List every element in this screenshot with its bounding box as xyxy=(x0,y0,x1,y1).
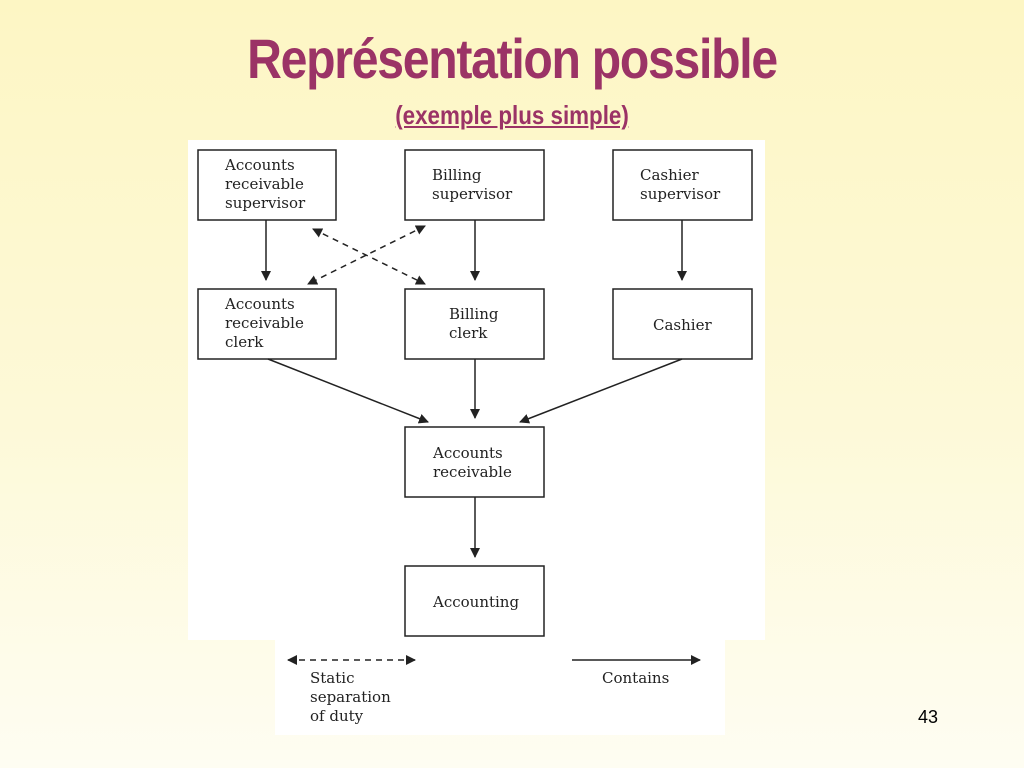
node-ar-supervisor xyxy=(197,149,337,221)
svg-text:Billing supervisor: Billing supervisor xyxy=(432,166,513,203)
svg-text:Contains: Contains xyxy=(602,669,669,687)
node-cashier xyxy=(612,288,753,360)
node-billing-clerk-label-2: clerk xyxy=(449,324,488,342)
node-accounts-receivable-label-2: receivable xyxy=(433,463,512,481)
node-accounts-receivable-label-1: Accounts xyxy=(432,444,503,462)
node-billing-supervisor-label-2: supervisor xyxy=(432,185,513,203)
edge-cashier-to-accounts-receivable xyxy=(519,358,683,424)
edge-ar-clerk-to-accounts-receivable xyxy=(267,358,429,424)
slide-subtitle: (exemple plus simple) xyxy=(395,100,629,130)
node-cashier-supervisor-label-2: supervisor xyxy=(640,185,721,203)
ssd-ar-supervisor-billing-clerk xyxy=(312,228,426,285)
node-ar-clerk-label-3: clerk xyxy=(225,333,264,351)
slide-title: Représentation possible xyxy=(247,27,778,90)
node-cashier-supervisor xyxy=(612,149,753,221)
node-billing-supervisor-label-1: Billing xyxy=(432,166,482,184)
node-accounting-label-1: Accounting xyxy=(432,593,519,611)
svg-text:Cashier: Cashier xyxy=(653,316,712,334)
node-ar-supervisor-label-3: supervisor xyxy=(225,194,306,212)
node-cashier-supervisor-label-1: Cashier xyxy=(640,166,699,184)
svg-text:Accounts receivable cl: Accounts receivable clerk xyxy=(224,295,309,351)
node-cashier-label-1: Cashier xyxy=(653,316,712,334)
node-billing-clerk-label-1: Billing xyxy=(449,305,499,323)
legend-contains-label: Contains xyxy=(602,669,669,687)
node-billing-clerk xyxy=(404,288,545,360)
node-ar-clerk-label-2: receivable xyxy=(225,314,304,332)
node-ar-clerk-label-1: Accounts xyxy=(224,295,295,313)
legend-static-label-1: Static xyxy=(310,669,354,687)
node-ar-clerk xyxy=(197,288,337,360)
page-number: 43 xyxy=(917,707,938,727)
svg-text:Accounting: Accounting xyxy=(432,593,519,611)
svg-text:Cashier supervisor: Cashier supervisor xyxy=(640,166,721,203)
node-billing-supervisor xyxy=(404,149,545,221)
node-ar-supervisor-label-2: receivable xyxy=(225,175,304,193)
node-accounting xyxy=(404,565,545,637)
node-ar-supervisor-label-1: Accounts xyxy=(224,156,295,174)
legend-static-label-2: separation xyxy=(310,688,391,706)
legend-static-label-3: of duty xyxy=(310,707,364,725)
svg-text:Accounts receivable: Accounts receivable xyxy=(432,444,512,481)
svg-text:Billing clerk: Billing clerk xyxy=(449,305,503,342)
node-accounts-receivable xyxy=(404,426,545,498)
svg-text:Static separation of d: Static separation of duty xyxy=(310,669,396,725)
svg-text:Accounts receivable su: Accounts receivable supervisor xyxy=(224,156,309,212)
